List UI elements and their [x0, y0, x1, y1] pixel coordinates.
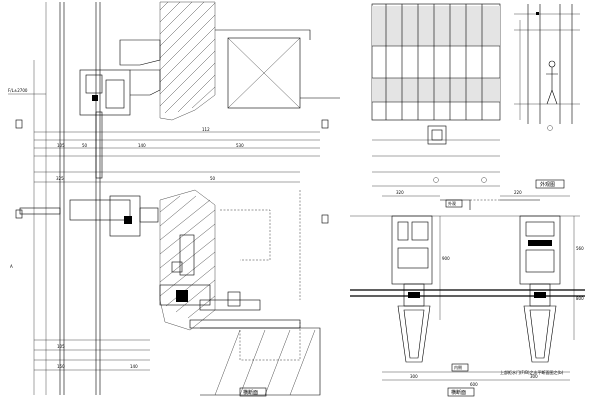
dim-label: 50 — [82, 143, 88, 148]
dim-label: 112 — [202, 127, 210, 132]
dim-label: 600 — [470, 382, 478, 387]
small-label: 外观 — [448, 200, 456, 206]
dim-label: 220 — [514, 190, 522, 195]
section-bottom-title: 横断面 — [451, 389, 466, 396]
dim-label: 50 — [210, 176, 216, 181]
dim-label: 150 — [57, 364, 65, 369]
dim-label: 105 — [57, 143, 65, 148]
dim-label: 530 — [236, 143, 244, 148]
dim-label: 800 — [576, 296, 584, 301]
dim-label: 560 — [576, 246, 584, 251]
upper-section-detail: 112 530 140 105 50 F/L±2700 — [8, 1, 340, 224]
dim-label: 320 — [396, 190, 404, 195]
elevation-title: 外观图 — [540, 181, 555, 188]
dim-label: 105 — [57, 344, 65, 349]
lower-section-detail: 50 325 — [10, 171, 321, 397]
dim-label: 325 — [56, 176, 64, 181]
elevation-view: 外观图 — [371, 3, 580, 189]
level-label: F/L±2700 — [8, 88, 28, 93]
dim-label: 300 — [530, 374, 538, 379]
dim-label: 140 — [130, 364, 138, 369]
dim-label: 140 — [138, 143, 146, 148]
drawing-note: 上部拒水门(F/B)之水平断面图之(b) — [500, 369, 564, 375]
section-title: 横断面 — [243, 389, 258, 396]
dim-label: 300 — [410, 374, 418, 379]
axis-label: A — [10, 264, 13, 269]
bottom-section-views: 320 220 560 800 900 — [350, 190, 585, 397]
dim-label: 900 — [442, 256, 450, 261]
small-label: 内侧 — [454, 364, 462, 370]
